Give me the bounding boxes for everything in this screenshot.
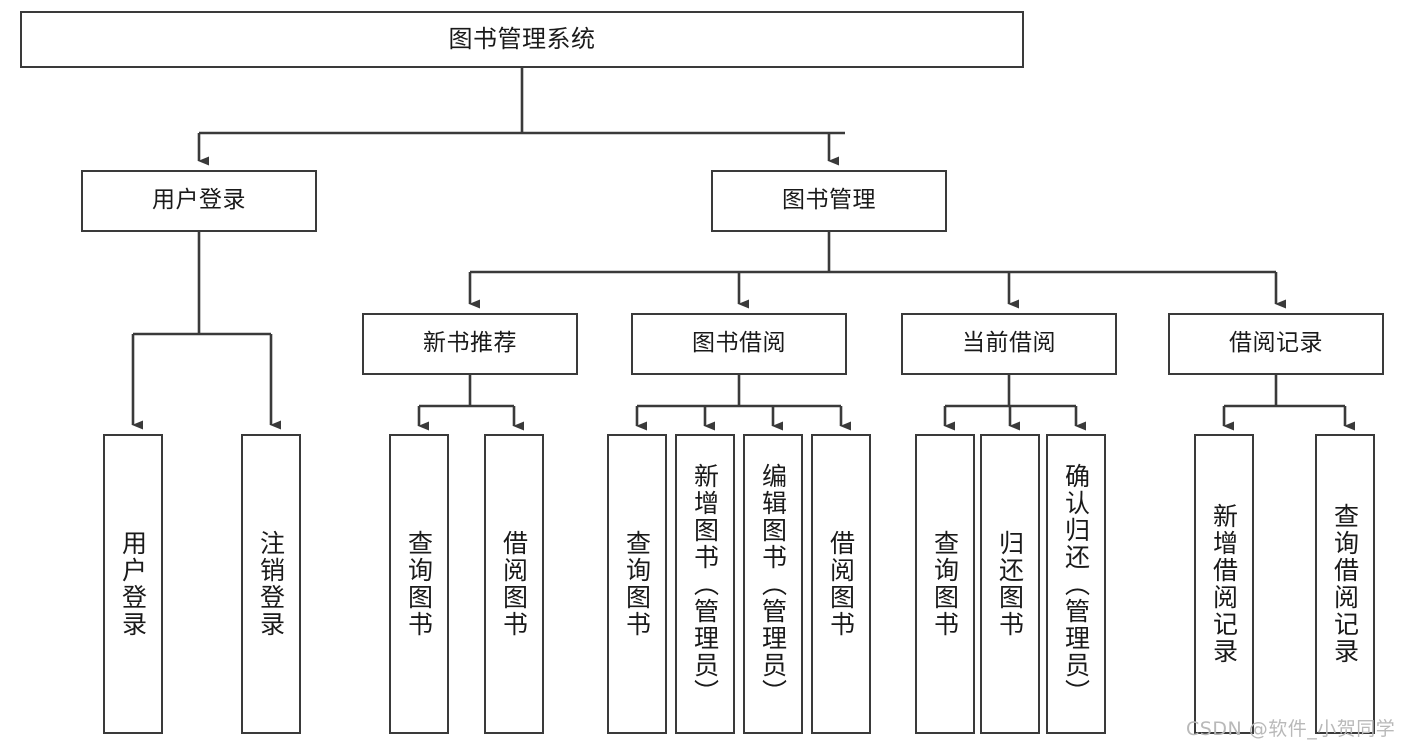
node-book-borrow[interactable]: 图书借阅: [631, 313, 847, 375]
leaf-query-book-3-label: 查询图书: [930, 530, 960, 638]
leaf-query-book-1[interactable]: 查询图书: [389, 434, 449, 734]
node-current-borrow[interactable]: 当前借阅: [901, 313, 1117, 375]
csdn-watermark: CSDN @软件_小贺同学: [1186, 718, 1396, 740]
leaf-confirm-return[interactable]: 确认归还（管理员）: [1046, 434, 1106, 734]
leaf-query-book-2[interactable]: 查询图书: [607, 434, 667, 734]
leaf-add-borrow-record-label: 新增借阅记录: [1209, 503, 1239, 665]
node-current-borrow-label: 当前借阅: [962, 330, 1056, 357]
leaf-query-borrow-record-label: 查询借阅记录: [1330, 503, 1360, 665]
leaf-query-book-2-label: 查询图书: [622, 530, 652, 638]
leaf-query-borrow-record[interactable]: 查询借阅记录: [1315, 434, 1375, 734]
leaf-user-login[interactable]: 用户登录: [103, 434, 163, 734]
node-book-borrow-label: 图书借阅: [692, 330, 786, 357]
leaf-query-book-3[interactable]: 查询图书: [915, 434, 975, 734]
leaf-user-login-label: 用户登录: [118, 530, 148, 638]
leaf-borrow-book-1[interactable]: 借阅图书: [484, 434, 544, 734]
leaf-return-book[interactable]: 归还图书: [980, 434, 1040, 734]
leaf-add-borrow-record[interactable]: 新增借阅记录: [1194, 434, 1254, 734]
node-book-manage-label: 图书管理: [782, 187, 876, 214]
node-new-book-recommend-label: 新书推荐: [423, 330, 517, 357]
leaf-return-book-label: 归还图书: [995, 530, 1025, 638]
leaf-add-book-label: 新增图书（管理员）: [690, 462, 720, 706]
node-borrow-record-label: 借阅记录: [1229, 330, 1323, 357]
leaf-add-book[interactable]: 新增图书（管理员）: [675, 434, 735, 734]
leaf-borrow-book-1-label: 借阅图书: [499, 530, 529, 638]
node-root-label: 图书管理系统: [448, 25, 596, 54]
leaf-borrow-book-2[interactable]: 借阅图书: [811, 434, 871, 734]
leaf-edit-book[interactable]: 编辑图书（管理员）: [743, 434, 803, 734]
leaf-borrow-book-2-label: 借阅图书: [826, 530, 856, 638]
node-user-login[interactable]: 用户登录: [81, 170, 317, 232]
leaf-logout-login-label: 注销登录: [256, 530, 286, 638]
leaf-query-book-1-label: 查询图书: [404, 530, 434, 638]
node-borrow-record[interactable]: 借阅记录: [1168, 313, 1384, 375]
node-root[interactable]: 图书管理系统: [20, 11, 1024, 68]
leaf-confirm-return-label: 确认归还（管理员）: [1061, 462, 1091, 706]
node-book-manage[interactable]: 图书管理: [711, 170, 947, 232]
node-user-login-label: 用户登录: [152, 187, 246, 214]
node-new-book-recommend[interactable]: 新书推荐: [362, 313, 578, 375]
leaf-logout-login[interactable]: 注销登录: [241, 434, 301, 734]
leaf-edit-book-label: 编辑图书（管理员）: [758, 462, 788, 706]
